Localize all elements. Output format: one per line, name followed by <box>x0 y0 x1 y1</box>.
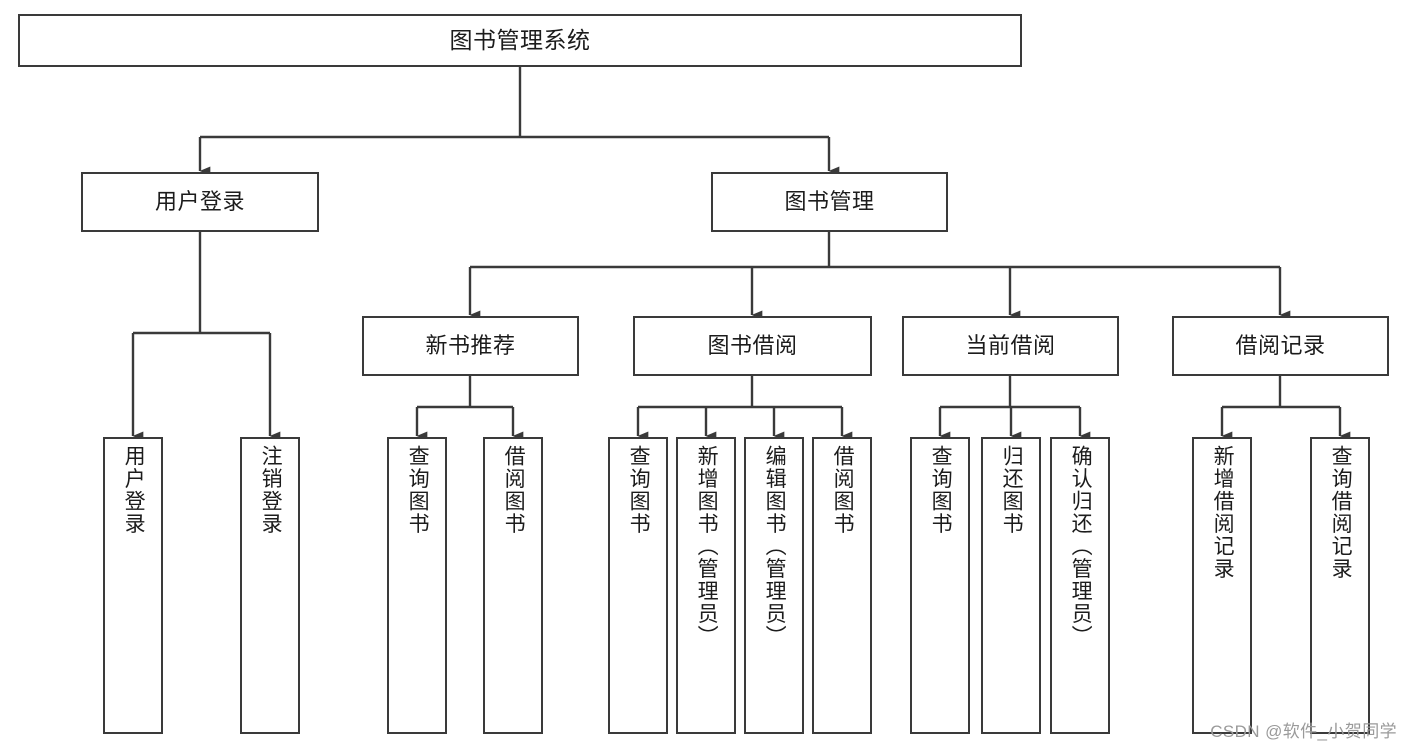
node-label: 编辑图书（管理员） <box>763 445 787 648</box>
node-label: 新增图书（管理员） <box>695 445 719 648</box>
node-label: 当前借阅 <box>965 333 1056 359</box>
node-label: 新增借阅记录 <box>1211 445 1235 580</box>
node-label: 归还图书 <box>1000 445 1024 535</box>
leaf-add-borrow-record[interactable]: 新增借阅记录 <box>1192 437 1252 734</box>
node-label: 查询图书 <box>929 445 953 535</box>
node-label: 借阅图书 <box>502 445 526 535</box>
leaf-add-book[interactable]: 新增图书（管理员） <box>676 437 736 734</box>
node-label: 注销登录 <box>259 445 283 535</box>
leaf-return-book[interactable]: 归还图书 <box>981 437 1041 734</box>
node-label: 借阅图书 <box>831 445 855 535</box>
watermark: CSDN @软件_小贺同学 <box>1210 722 1397 741</box>
node-root[interactable]: 图书管理系统 <box>18 14 1022 67</box>
node-label: 查询图书 <box>406 445 430 535</box>
leaf-edit-book[interactable]: 编辑图书（管理员） <box>744 437 804 734</box>
node-book-borrow[interactable]: 图书借阅 <box>633 316 872 376</box>
node-new-book-recommend[interactable]: 新书推荐 <box>362 316 579 376</box>
leaf-confirm-return[interactable]: 确认归还（管理员） <box>1050 437 1110 734</box>
leaf-query-book-3[interactable]: 查询图书 <box>910 437 970 734</box>
node-label: 新书推荐 <box>425 333 516 359</box>
node-borrow-record[interactable]: 借阅记录 <box>1172 316 1389 376</box>
leaf-borrow-book-2[interactable]: 借阅图书 <box>812 437 872 734</box>
leaf-query-borrow-record[interactable]: 查询借阅记录 <box>1310 437 1370 734</box>
node-label: 图书管理系统 <box>449 26 591 53</box>
leaf-query-book-1[interactable]: 查询图书 <box>387 437 447 734</box>
node-label: 查询图书 <box>627 445 651 535</box>
node-label: 借阅记录 <box>1235 333 1326 359</box>
node-label: 用户登录 <box>154 189 245 215</box>
leaf-borrow-book-1[interactable]: 借阅图书 <box>483 437 543 734</box>
node-label: 查询借阅记录 <box>1329 445 1353 580</box>
node-label: 图书管理 <box>784 189 875 215</box>
node-user-login[interactable]: 用户登录 <box>81 172 319 232</box>
node-label: 图书借阅 <box>707 333 798 359</box>
leaf-user-login[interactable]: 用户登录 <box>103 437 163 734</box>
leaf-query-book-2[interactable]: 查询图书 <box>608 437 668 734</box>
node-label: 确认归还（管理员） <box>1069 445 1093 648</box>
leaf-user-logout[interactable]: 注销登录 <box>240 437 300 734</box>
node-current-borrow[interactable]: 当前借阅 <box>902 316 1119 376</box>
node-book-manage[interactable]: 图书管理 <box>711 172 948 232</box>
node-label: 用户登录 <box>122 445 146 535</box>
